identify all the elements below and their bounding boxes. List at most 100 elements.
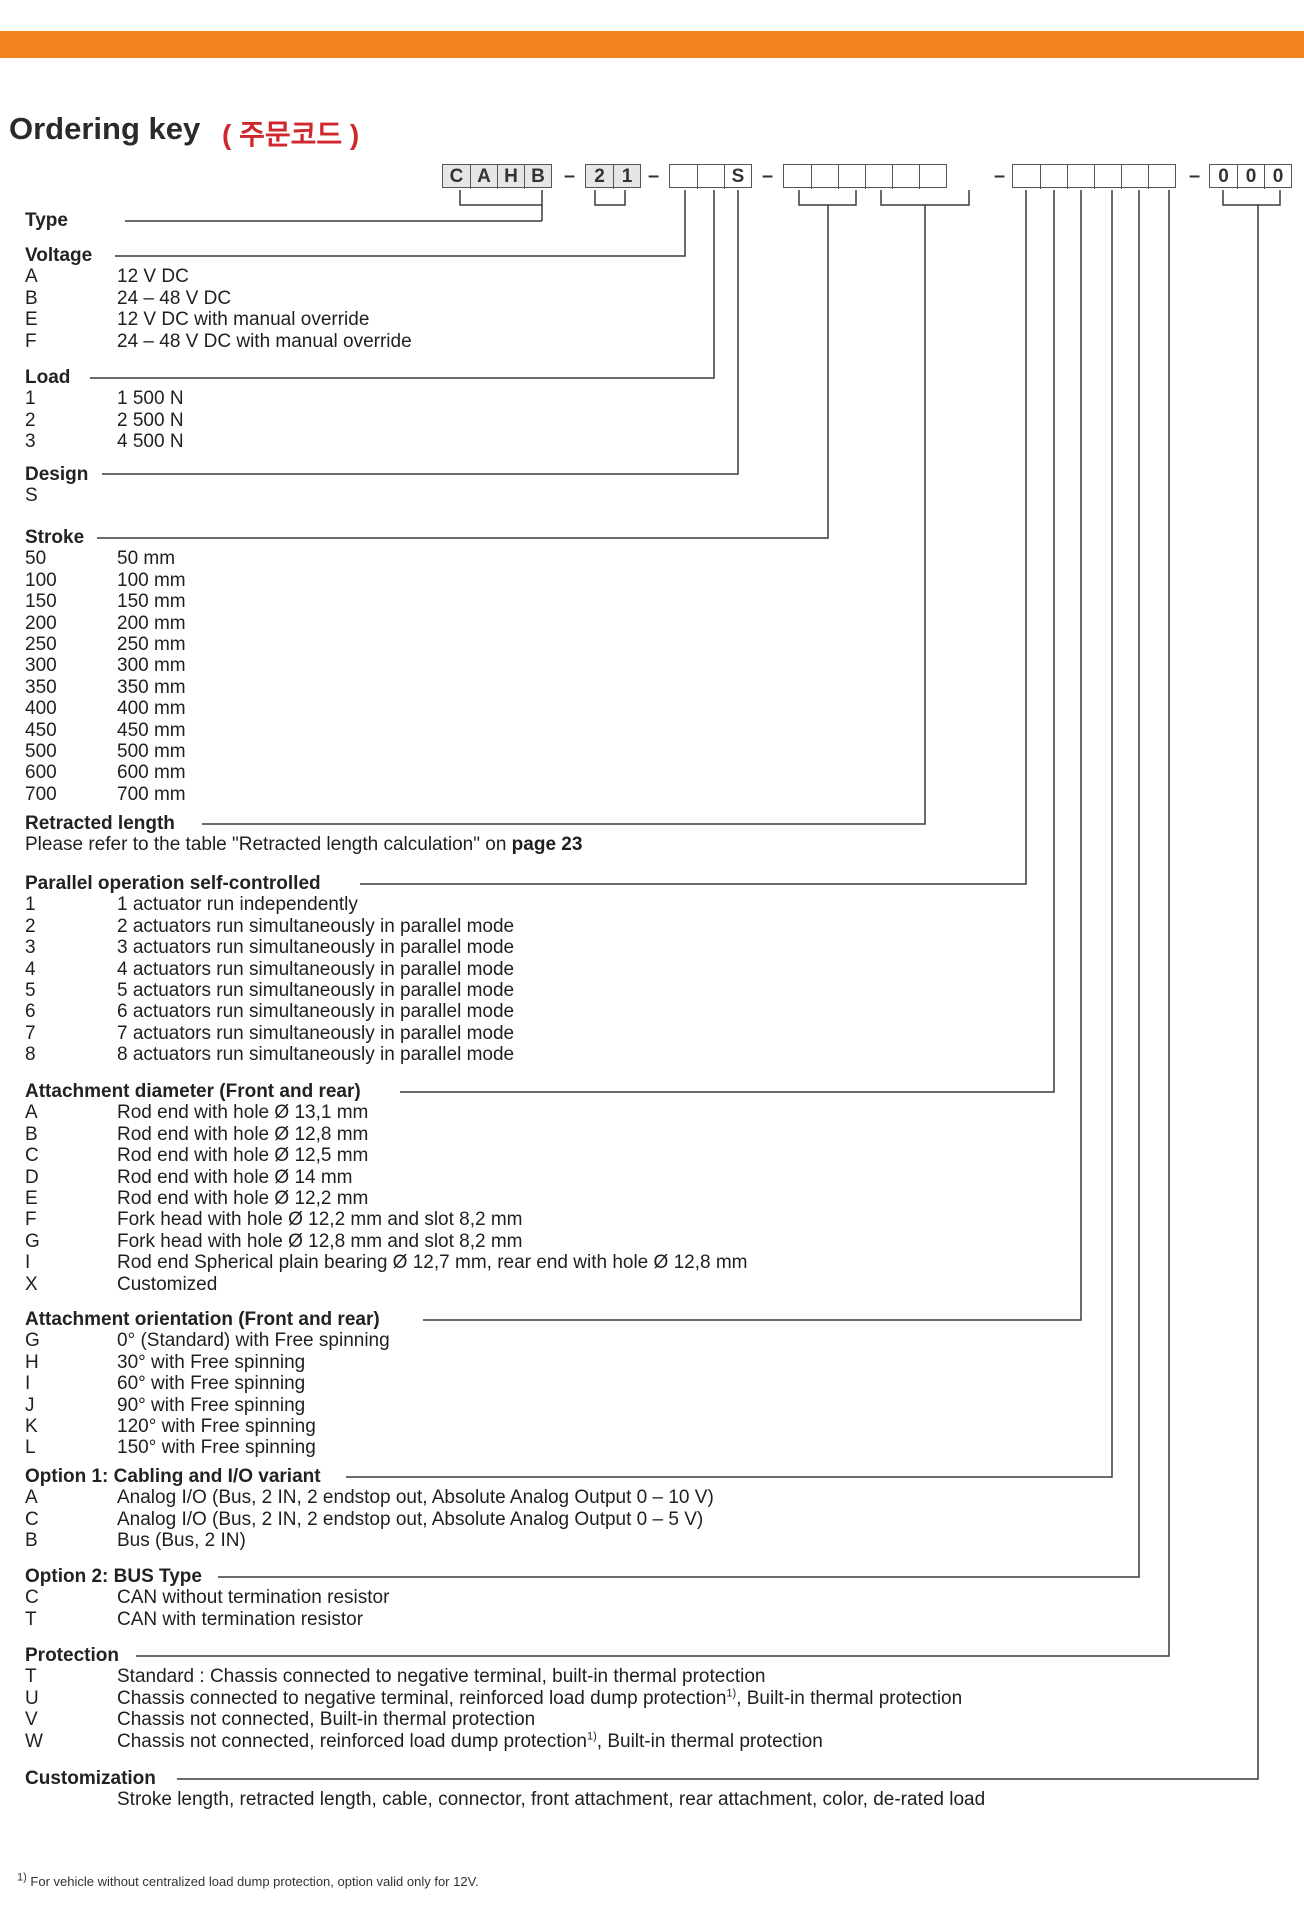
option-desc: 600 mm — [117, 762, 186, 784]
option-desc: Chassis not connected, reinforced load d… — [117, 1730, 587, 1752]
section-header: Load — [25, 367, 71, 388]
option-code: 1 — [25, 894, 36, 916]
option-desc: Rod end Spherical plain bearing Ø 12,7 m… — [117, 1252, 748, 1274]
section-design: Design S — [25, 464, 88, 507]
option-code: 700 — [25, 783, 57, 805]
customization-desc: Stroke length, retracted length, cable, … — [117, 1789, 986, 1811]
option-desc: Fork head with hole Ø 12,2 mm and slot 8… — [117, 1209, 523, 1231]
section-header: Parallel operation self-controlled — [25, 873, 321, 894]
option-desc: 4 500 N — [117, 431, 184, 453]
option-desc: Analog I/O (Bus, 2 IN, 2 endstop out, Ab… — [117, 1508, 704, 1530]
page-title-korean: ( 주문코드 ) — [222, 119, 360, 150]
option-desc: Bus (Bus, 2 IN) — [117, 1530, 246, 1552]
option-desc: 12 V DC — [117, 266, 189, 288]
section-header: Type — [25, 210, 68, 231]
option-code: 6 — [25, 1001, 36, 1023]
option-code: 450 — [25, 719, 57, 741]
option-code: 4 — [25, 958, 36, 980]
footnote: 1) For vehicle without centralized load … — [17, 1871, 479, 1889]
option-code: C — [25, 1587, 39, 1609]
option-code: 8 — [25, 1044, 36, 1066]
option-row: Stroke length, retracted length, cable, … — [25, 1789, 985, 1810]
code-box: H — [497, 165, 524, 189]
option-code: E — [25, 309, 38, 331]
code-box: A — [470, 165, 497, 189]
option-code: B — [25, 1530, 38, 1552]
option-code: E — [25, 1187, 38, 1209]
option-desc: 400 mm — [117, 698, 186, 720]
option-code: 300 — [25, 655, 57, 677]
option-desc: 100 mm — [117, 569, 186, 591]
section-retracted-length: Retracted length Please refer to the tab… — [25, 813, 582, 856]
option-desc: Rod end with hole Ø 12,8 mm — [117, 1123, 369, 1145]
option-desc: Rod end with hole Ø 12,5 mm — [117, 1145, 369, 1167]
code-box: 1 — [613, 165, 640, 189]
option-desc: 24 – 48 V DC with manual override — [117, 330, 412, 352]
section-header: Protection — [25, 1645, 119, 1666]
option-desc: 120° with Free spinning — [117, 1415, 316, 1437]
code-box — [1013, 165, 1040, 189]
code-box: 0 — [1264, 165, 1291, 189]
code-box: 0 — [1237, 165, 1264, 189]
option-desc: Rod end with hole Ø 13,1 mm — [117, 1102, 369, 1124]
option-code: G — [25, 1330, 40, 1352]
orange-header-bar — [0, 31, 1304, 58]
code-dash: – — [762, 165, 774, 187]
section-attachment-orientation: Attachment orientation (Front and rear) … — [25, 1309, 390, 1459]
section-header: Stroke — [25, 527, 85, 548]
option-desc: 0° (Standard) with Free spinning — [117, 1330, 390, 1352]
option-desc: Rod end with hole Ø 12,2 mm — [117, 1187, 369, 1209]
option-code: 500 — [25, 740, 57, 762]
option-code: X — [25, 1273, 38, 1295]
footnote-marker: 1) — [17, 1871, 27, 1884]
section-header: Attachment orientation (Front and rear) — [25, 1309, 380, 1330]
code-dash: – — [564, 165, 576, 187]
page-title: Ordering key — [9, 111, 201, 146]
code-box — [865, 165, 892, 189]
option-desc: Standard : Chassis connected to negative… — [117, 1666, 766, 1688]
option-code: I — [25, 1373, 31, 1395]
option-code: U — [25, 1687, 39, 1709]
section-header: Design — [25, 464, 89, 485]
option-code: 600 — [25, 762, 57, 784]
option-row: G 0° (Standard) with Free spinning — [25, 1330, 390, 1352]
code-box — [697, 165, 724, 189]
footnote-marker: 1) — [726, 1687, 737, 1700]
option-desc: 500 mm — [117, 740, 186, 762]
section-header: Retracted length — [25, 813, 175, 834]
option-desc: Chassis not connected, Built-in thermal … — [117, 1709, 536, 1731]
option-code: 2 — [25, 409, 36, 431]
section-type: Type — [25, 210, 68, 231]
section-customization: Customization Stroke length, retracted l… — [25, 1768, 985, 1811]
option-code: 200 — [25, 612, 57, 634]
section-header: Attachment diameter (Front and rear) — [25, 1081, 361, 1102]
code-box — [784, 165, 811, 189]
option-desc: 350 mm — [117, 676, 186, 698]
code-group-21: 2 1 — [585, 164, 641, 189]
option-desc: 24 – 48 V DC — [117, 287, 232, 309]
info-text: Please refer to the table "Retracted len… — [25, 834, 512, 856]
option-desc: Analog I/O (Bus, 2 IN, 2 endstop out, Ab… — [117, 1487, 714, 1509]
